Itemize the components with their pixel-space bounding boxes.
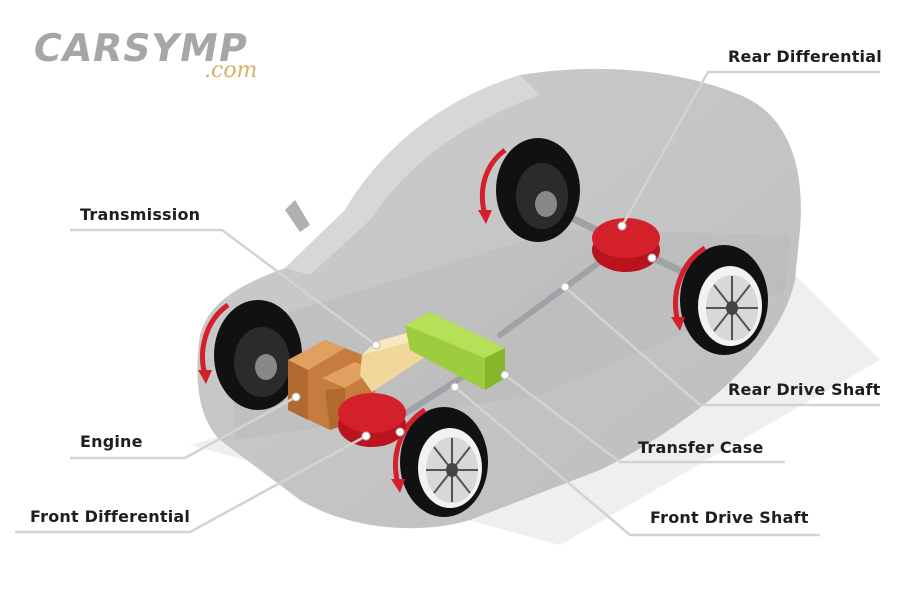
label-front-differential: Front Differential (30, 507, 191, 526)
label-transmission: Transmission (80, 205, 201, 224)
leader-dots (291, 221, 657, 441)
leader-front-differential (15, 434, 367, 534)
label-engine: Engine (80, 432, 143, 451)
rotation-arrow-rear-left (479, 148, 507, 216)
leader-front-drive-shaft (454, 386, 820, 537)
wheel-front-right (391, 407, 488, 517)
rotation-arrow-rear-right (673, 245, 707, 323)
rear-drive-shaft (497, 259, 603, 338)
leader-transfer-case (504, 374, 785, 464)
label-rear-differential: Rear Differential (728, 47, 882, 66)
wheel-rear-left (478, 138, 580, 242)
leader-lines (15, 70, 880, 537)
leader-rear-drive-shaft (564, 286, 880, 407)
leader-transmission (70, 228, 377, 347)
transfer-case (405, 312, 505, 390)
front-differential (338, 393, 406, 447)
logo-domain: .com (204, 58, 258, 83)
leader-rear-differential (620, 70, 880, 227)
wheel-front-left (198, 300, 302, 410)
label-transfer-case: Transfer Case (638, 438, 764, 457)
rotation-arrow-front-left (200, 302, 230, 376)
rotation-arrow-front-right (393, 407, 427, 485)
carsymp-logo: CARSYMP .com (30, 26, 258, 83)
front-drive-shaft (392, 369, 473, 423)
wheel-rear-right (671, 245, 768, 355)
leader-engine (70, 395, 297, 460)
label-front-drive-shaft: Front Drive Shaft (650, 508, 809, 527)
label-rear-drive-shaft: Rear Drive Shaft (728, 380, 881, 399)
